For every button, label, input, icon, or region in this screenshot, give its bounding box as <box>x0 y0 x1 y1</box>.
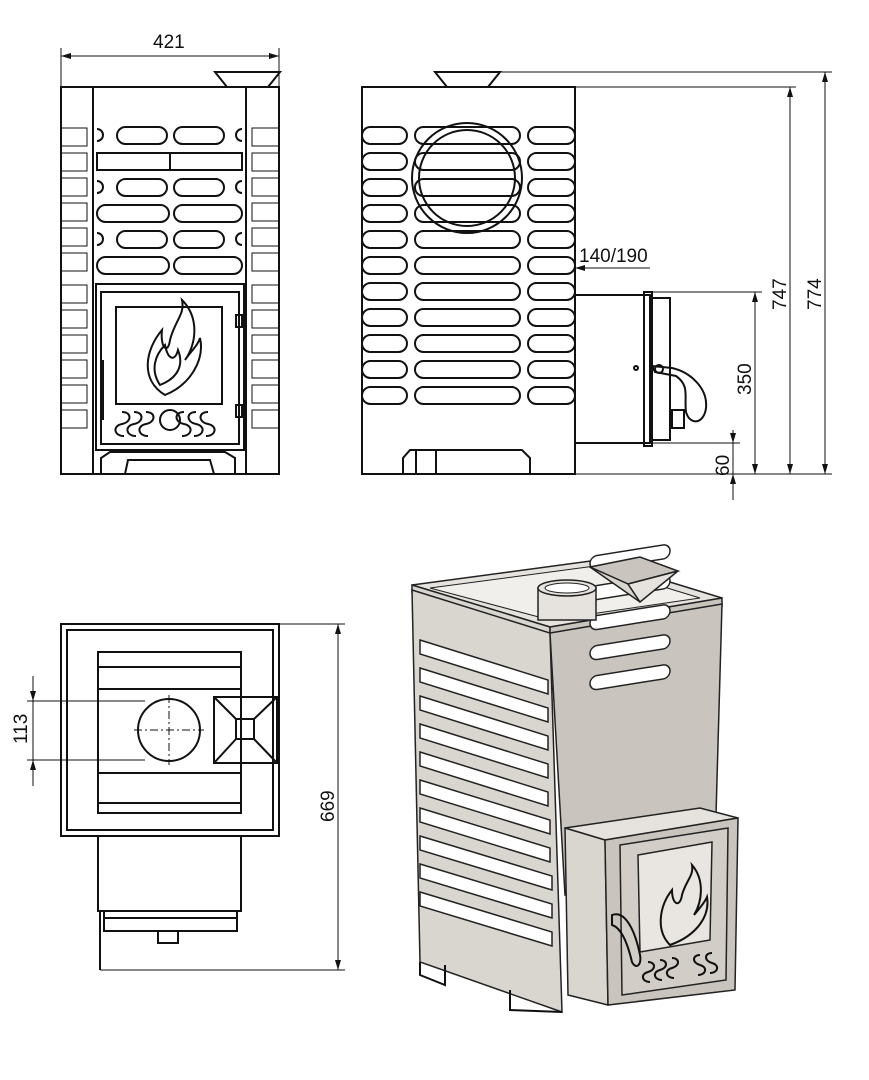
dimension-door-offset: 60 <box>650 430 740 500</box>
front-view <box>60 71 283 475</box>
dimension-label-140-190: 140/190 <box>579 246 648 267</box>
side-slots <box>361 126 576 405</box>
isometric-view <box>411 544 739 1014</box>
front-center-slots <box>96 126 243 275</box>
dimension-label-421: 421 <box>153 32 185 53</box>
dimension-door-height: 350 <box>652 291 762 474</box>
firebox-extension <box>574 291 708 447</box>
water-funnel-icon <box>213 696 278 764</box>
dimension-depth-total: 669 <box>100 623 345 971</box>
front-left-slats <box>60 127 88 429</box>
dimension-label-747: 747 <box>770 278 791 310</box>
dimension-firebox-extension: 140/190 <box>574 246 650 295</box>
air-vent-swirls <box>114 409 216 437</box>
dimension-label-113: 113 <box>11 714 32 744</box>
dimension-height-total: 774 <box>500 71 832 475</box>
flame-icon <box>146 296 202 397</box>
dimension-chimney-offset: 113 <box>11 676 145 786</box>
iso-chimney-pipe <box>537 579 597 621</box>
chimney-pipe-icon <box>134 695 204 765</box>
front-right-slats <box>251 127 280 429</box>
top-view <box>60 623 280 970</box>
iso-water-funnel <box>587 556 681 604</box>
iso-firebox-door <box>564 807 739 1006</box>
dimension-label-774: 774 <box>805 278 826 310</box>
dimension-label-669: 669 <box>318 790 339 822</box>
dimension-label-350: 350 <box>735 363 756 395</box>
side-view <box>361 71 708 475</box>
dimension-width-front: 421 <box>60 32 280 87</box>
dimension-label-60: 60 <box>713 455 734 476</box>
door-handle-icon <box>650 364 708 429</box>
dimension-height-body: 747 <box>575 86 796 474</box>
iso-left-slots <box>419 638 553 948</box>
front-door <box>95 283 245 451</box>
